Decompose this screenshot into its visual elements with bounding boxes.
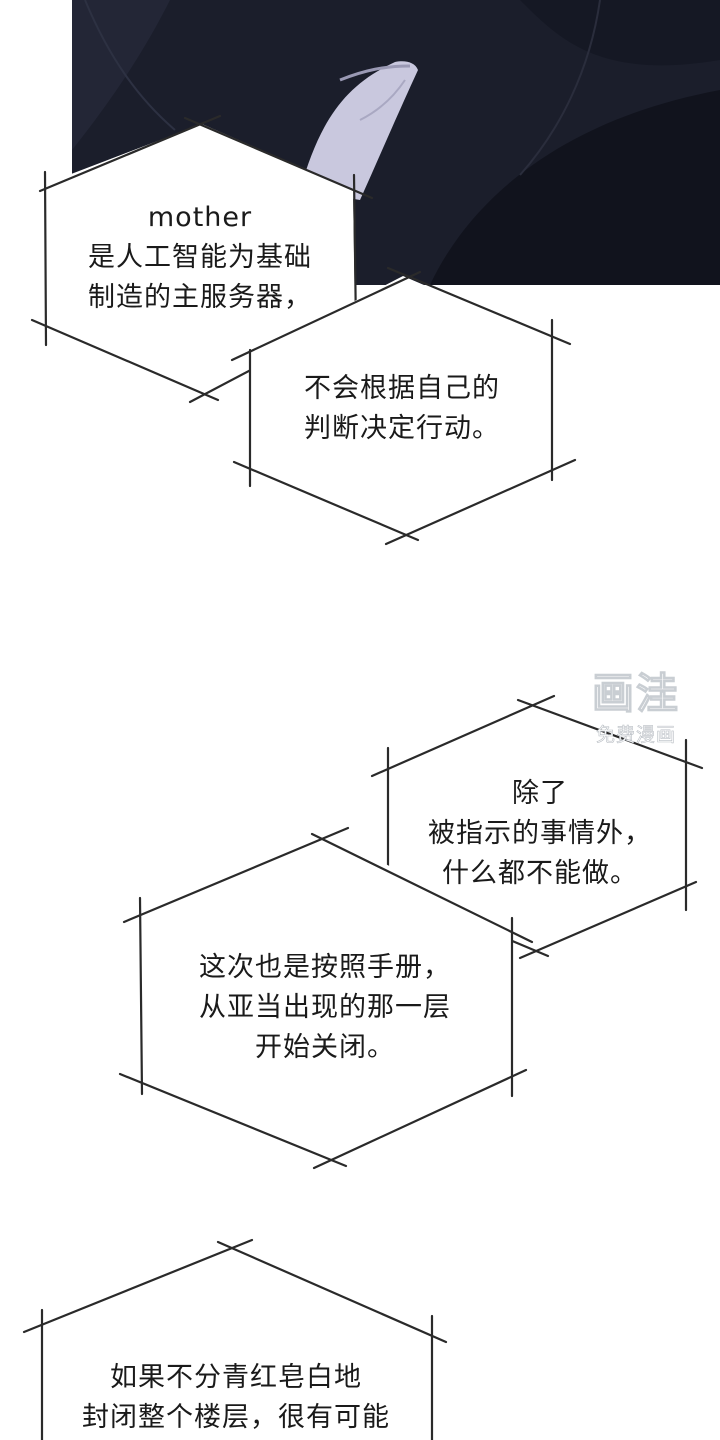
bubble-3-line-2: 被指示的事情外，	[428, 818, 652, 849]
bubble-2-text: 不会根据自己的 判断决定行动。	[304, 369, 500, 449]
bubble-1-text: mother 是人工智能为基础 制造的主服务器，	[88, 198, 312, 318]
watermark-caption: 免费漫画	[595, 724, 676, 747]
bubble-2-line-2: 判断决定行动。	[304, 413, 500, 444]
speech-bubble-4	[118, 826, 534, 1170]
bubble-4-line-3: 开始关闭。	[255, 1032, 395, 1063]
bubble-3-text: 除了 被指示的事情外， 什么都不能做。	[428, 774, 652, 894]
bubble-1-line-3: 制造的主服务器，	[88, 282, 312, 313]
watermark-logo: 画洼	[591, 668, 680, 718]
bubble-1-line-1: mother	[147, 202, 253, 233]
bubble-5-text: 如果不分青红皂白地 封闭整个楼层，很有可能	[82, 1358, 390, 1438]
speech-bubble-2	[230, 266, 577, 546]
watermark: 画洼 免费漫画	[591, 668, 680, 747]
bubble-5-line-1: 如果不分青红皂白地	[110, 1362, 362, 1393]
bubble-4-text: 这次也是按照手册， 从亚当出现的那一层 开始关闭。	[199, 948, 451, 1068]
bubble-3-line-1: 除了	[512, 778, 568, 809]
bubble-5-line-2: 封闭整个楼层，很有可能	[82, 1402, 390, 1433]
speech-bubble-5	[22, 1238, 448, 1440]
bubble-2-line-1: 不会根据自己的	[304, 373, 500, 404]
bubble-4-line-2: 从亚当出现的那一层	[199, 992, 451, 1023]
bubble-1-line-2: 是人工智能为基础	[88, 242, 312, 273]
bubble-4-line-1: 这次也是按照手册，	[199, 952, 451, 983]
bubble-3-line-3: 什么都不能做。	[442, 858, 638, 889]
